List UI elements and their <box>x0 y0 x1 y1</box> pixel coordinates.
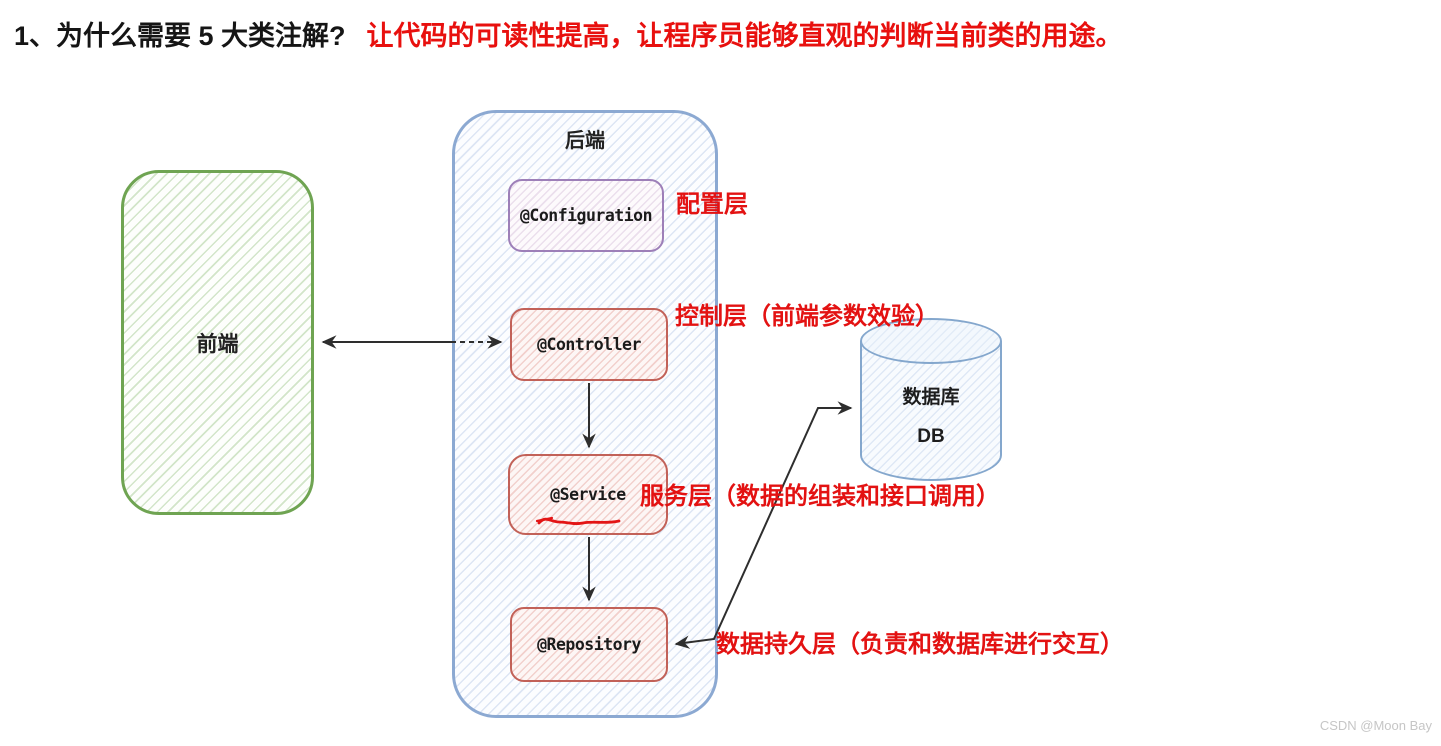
frontend-label: 前端 <box>196 332 239 356</box>
title-question: 1、为什么需要 5 大类注解? <box>14 21 346 51</box>
database-cylinder-top <box>860 318 1002 364</box>
configuration-box: @Configuration <box>508 179 664 252</box>
configuration-label: @Configuration <box>519 206 653 225</box>
repository-label: @Repository <box>537 635 641 654</box>
database-cylinder: 数据库 DB <box>860 318 1002 481</box>
database-cylinder-body <box>860 341 1002 481</box>
backend-label: 后端 <box>565 130 605 152</box>
controller-label: @Controller <box>537 335 641 354</box>
title-answer: 让代码的可读性提高，让程序员能够直观的判断当前类的用途。 <box>366 21 1123 51</box>
database-abbr-label: DB <box>917 426 945 447</box>
annotation-service: 服务层（数据的组装和接口调用） <box>640 483 1000 510</box>
database-label: 数据库 <box>902 387 960 408</box>
service-label: @Service <box>550 485 626 504</box>
watermark: CSDN @Moon Bay <box>1319 718 1432 733</box>
controller-box: @Controller <box>510 308 668 381</box>
annotation-repository: 数据持久层（负责和数据库进行交互） <box>716 631 1124 658</box>
page-title: 1、为什么需要 5 大类注解? 让代码的可读性提高，让程序员能够直观的判断当前类的… <box>14 20 1123 52</box>
repository-box: @Repository <box>510 607 668 682</box>
annotation-controller: 控制层（前端参数效验） <box>675 303 939 330</box>
annotation-configuration: 配置层 <box>676 191 748 218</box>
frontend-box: 前端 <box>121 170 314 515</box>
